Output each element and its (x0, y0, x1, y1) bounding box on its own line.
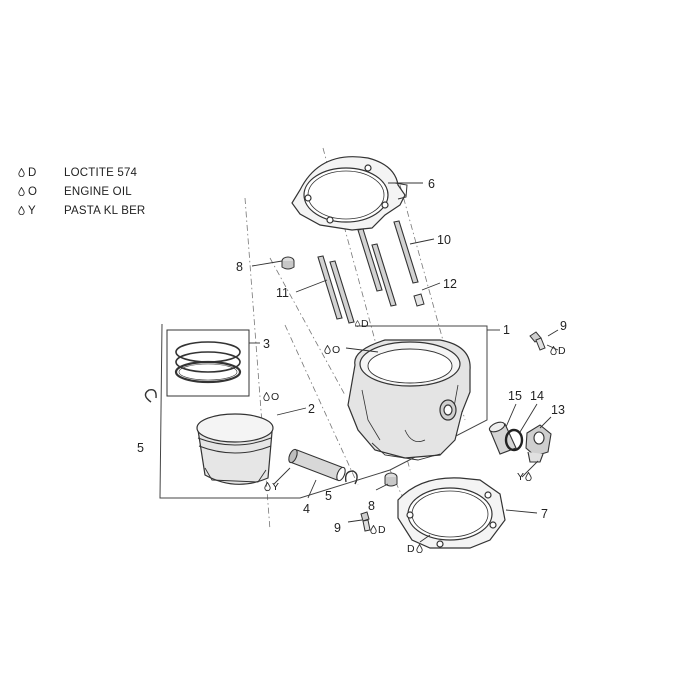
part-14-o-ring (504, 428, 524, 452)
leader-lines (249, 182, 559, 543)
part-3-piston-rings (166, 329, 250, 397)
part-8-bushing-top (281, 256, 295, 270)
legend-row-engine-oil: O ENGINE OIL (18, 182, 145, 201)
part-9-bolt-top (529, 331, 546, 351)
part-7-base-gasket (397, 477, 506, 549)
drop-icon (525, 472, 532, 481)
part-8-bushing-bottom (384, 472, 398, 487)
mark-bushing-loctite: D (378, 524, 386, 536)
callout-6: 6 (428, 177, 435, 191)
legend-label: PASTA KL BER (64, 204, 146, 217)
legend-row-pasta: Y PASTA KL BER (18, 201, 145, 220)
lubricant-legend: D LOCTITE 574 O ENGINE OIL Y PASTA KL BE… (18, 163, 145, 220)
part-9-bolt-bottom (360, 511, 371, 532)
callout-2: 2 (308, 402, 315, 416)
callout-5-right: 5 (325, 489, 332, 503)
callout-4: 4 (303, 502, 310, 516)
drop-icon (18, 187, 25, 196)
legend-symbol: Y (18, 205, 64, 217)
legend-row-loctite: D LOCTITE 574 (18, 163, 145, 182)
part-5-circlip-right (344, 470, 358, 485)
mark-bolt-loctite: D (558, 345, 566, 357)
lubricant-marks: O O Y D D Y D D (263, 318, 566, 555)
drop-icon (324, 345, 331, 354)
mark-gasket-loctite: D (407, 543, 415, 555)
callout-9-bottom: 9 (334, 521, 341, 535)
callout-9-top: 9 (560, 319, 567, 333)
part-4-piston-pin (288, 448, 346, 482)
drop-icon (18, 168, 25, 177)
drop-icon (264, 482, 271, 491)
mark-cylinder-oil: O (332, 344, 340, 356)
mark-pin-pasta: Y (272, 481, 279, 493)
callout-15: 15 (508, 389, 522, 403)
part-15-sleeve (488, 421, 517, 455)
callout-numbers: 6 10 8 11 12 1 9 3 2 5 5 4 15 14 13 8 9 … (137, 177, 567, 535)
drop-icon (370, 525, 377, 534)
callout-5-left: 5 (137, 441, 144, 455)
part-6-head-gasket (291, 156, 408, 231)
legend-label: ENGINE OIL (64, 185, 132, 198)
legend-code: D (28, 166, 37, 179)
mark-piston-oil: O (271, 391, 279, 403)
part-13-fitting (525, 424, 552, 463)
part-12-dowel (413, 293, 425, 307)
callout-11: 11 (276, 286, 289, 300)
legend-symbol: O (18, 186, 64, 198)
part-5-circlip-left (144, 388, 157, 403)
legend-code: O (28, 185, 37, 198)
callout-8-top: 8 (236, 260, 243, 274)
legend-code: Y (28, 204, 36, 217)
part-1-group-outline (159, 323, 488, 499)
part-1-cylinder (347, 339, 471, 461)
callout-14: 14 (530, 389, 544, 403)
drop-icon (416, 544, 423, 553)
callout-10: 10 (437, 233, 451, 247)
callout-3: 3 (263, 337, 270, 351)
callout-8-bottom: 8 (368, 499, 375, 513)
callout-13: 13 (551, 403, 565, 417)
mark-fitting-pasta: Y (517, 471, 524, 483)
part-2-piston (196, 413, 274, 485)
legend-symbol: D (18, 167, 64, 179)
mark-stud-loctite: D (361, 318, 369, 330)
drop-icon (263, 392, 270, 401)
part-10-11-studs (317, 220, 419, 324)
callout-7: 7 (541, 507, 548, 521)
legend-label: LOCTITE 574 (64, 166, 138, 179)
drop-icon (18, 206, 25, 215)
callout-12: 12 (443, 277, 457, 291)
callout-1: 1 (503, 323, 510, 337)
